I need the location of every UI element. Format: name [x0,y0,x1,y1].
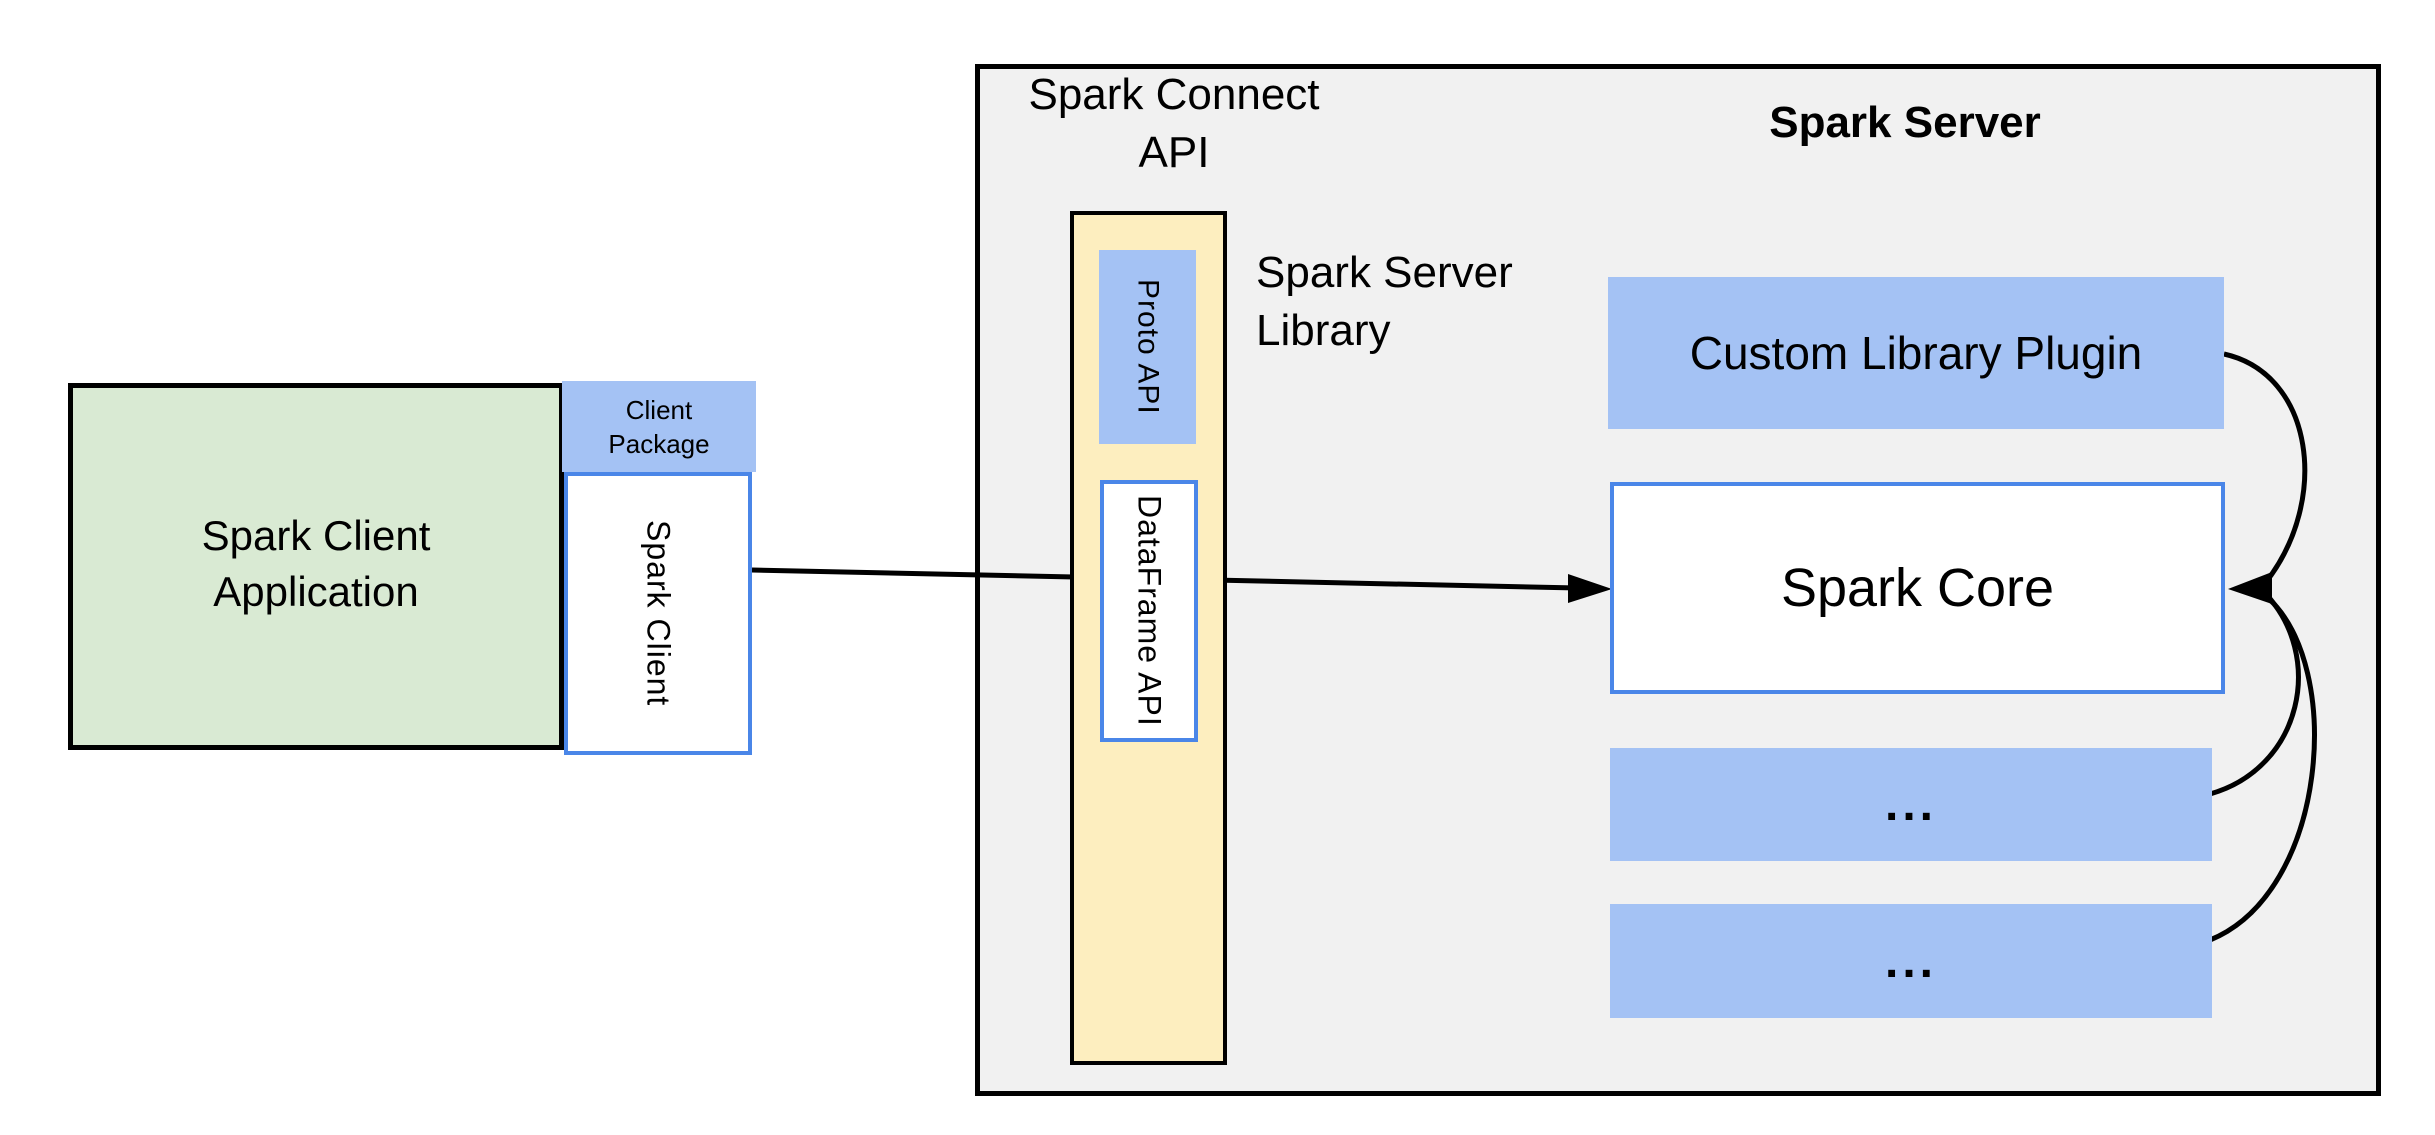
extension2-to-core-arrow [2209,596,2317,943]
custom-library-plugin-label: Custom Library Plugin [1689,327,2143,379]
extension-box-2: ... [1610,904,2212,1018]
plugin-to-core-arrow [2223,351,2308,584]
client-package-label: Client Package [608,394,710,459]
spark-connect-api-heading: Spark Connect API [1028,70,1320,177]
client-package-box: Client Package [562,381,756,472]
extension-box-1: ... [1610,748,2212,861]
spark-client-label: Spark Client [640,520,677,707]
spark-core-label: Spark Core [1780,558,2055,618]
client-to-core-arrowhead [1568,574,1612,603]
spark-client-application-label: Spark Client Application [201,512,431,615]
proto-api-label: Proto API [1131,279,1165,415]
dataframe-api-box: DataFrame API [1100,480,1198,742]
extension-box-2-label: ... [1884,934,1937,988]
proto-api-box: Proto API [1099,250,1196,444]
spark-client-box: Spark Client [564,472,752,755]
dataframe-api-label: DataFrame API [1131,495,1168,727]
custom-library-plugin-box: Custom Library Plugin [1608,277,2224,429]
core-right-arrowhead [2228,572,2272,604]
extension-box-1-label: ... [1884,778,1937,831]
spark-core-box: Spark Core [1610,482,2225,694]
spark-server-library-label: Spark Server Library [1256,248,1513,355]
spark-client-application-box [68,383,564,750]
spark-server-heading: Spark Server [1769,98,2041,147]
